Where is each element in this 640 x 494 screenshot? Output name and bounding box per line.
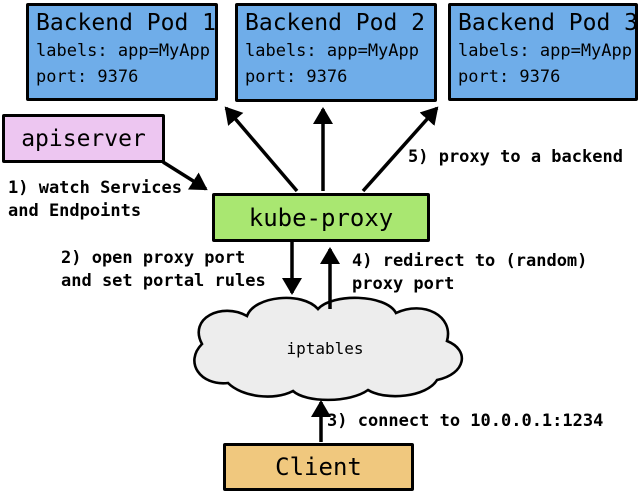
iptables-label: iptables bbox=[286, 339, 364, 358]
backend-pod-2-labels: labels: app=MyApp bbox=[245, 41, 419, 61]
backend-pod-1-port: port: 9376 bbox=[36, 67, 139, 87]
apiserver-box: apiserver bbox=[2, 114, 165, 163]
client-box: Client bbox=[223, 443, 414, 491]
annotation-step3: 3) connect to 10.0.0.1:1234 bbox=[327, 411, 604, 431]
kube-proxy-label: kube-proxy bbox=[248, 203, 394, 232]
backend-pod-2-title: Backend Pod 2 bbox=[245, 10, 426, 36]
backend-pod-1-labels: labels: app=MyApp bbox=[36, 41, 210, 61]
backend-pod-3-port: port: 9376 bbox=[458, 67, 561, 87]
annotation-step4: 4) redirect to (random) proxy port bbox=[352, 251, 588, 294]
apiserver-label: apiserver bbox=[21, 125, 146, 152]
backend-pod-1-box: Backend Pod 1 labels: app=MyApp port: 93… bbox=[26, 3, 218, 101]
backend-pod-3-labels: labels: app=MyApp bbox=[458, 41, 632, 61]
client-label: Client bbox=[275, 453, 362, 481]
backend-pod-2-box: Backend Pod 2 labels: app=MyApp port: 93… bbox=[235, 3, 437, 102]
annotation-step5: 5) proxy to a backend bbox=[408, 147, 623, 167]
arrow-kubeproxy-to-pod1 bbox=[224, 106, 299, 193]
iptables-cloud-shape bbox=[193, 296, 464, 402]
backend-pod-3-box: Backend Pod 3 labels: app=MyApp port: 93… bbox=[448, 3, 638, 101]
backend-pod-1-title: Backend Pod 1 bbox=[36, 10, 217, 36]
arrow-kubeproxy-to-pod3 bbox=[361, 106, 439, 193]
backend-pod-2-port: port: 9376 bbox=[245, 67, 348, 87]
annotation-step1: 1) watch Services and Endpoints bbox=[8, 178, 182, 221]
arrow-apiserver-to-kubeproxy bbox=[162, 160, 208, 191]
kube-proxy-box: kube-proxy bbox=[212, 193, 430, 242]
annotation-step2: 2) open proxy port and set portal rules bbox=[61, 248, 266, 291]
backend-pod-3-title: Backend Pod 3 bbox=[458, 10, 639, 36]
